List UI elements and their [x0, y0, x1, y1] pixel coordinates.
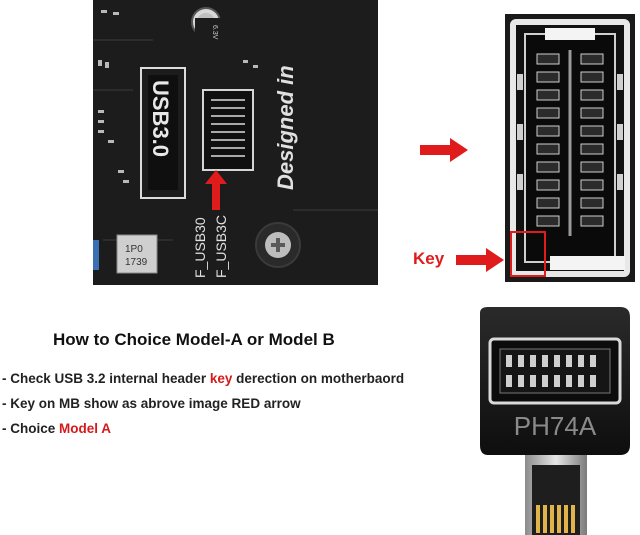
motherboard-illustration: 6.3V USB3.0 Designed in F_USB30 F_USB3C …	[93, 0, 378, 285]
instruction-item-2: - Key on MB show as abrove image RED arr…	[2, 396, 301, 411]
instruction-heading: How to Choice Model-A or Model B	[53, 330, 335, 349]
pointer-arrow-key	[456, 248, 504, 272]
inductor-text-1: 1P0	[125, 244, 143, 255]
pointer-arrow-top	[420, 138, 468, 162]
instruction-1-prefix: - Check USB 3.2 internal header	[2, 371, 210, 386]
adapter-product-image: PH74A	[480, 307, 630, 535]
header-label-2: F_USB3C	[213, 215, 229, 278]
motherboard-photo: 6.3V USB3.0 Designed in F_USB30 F_USB3C …	[93, 0, 378, 285]
instruction-1-suffix: derection on motherbaord	[232, 371, 405, 386]
usb-board-label: USB3.0	[148, 80, 173, 157]
designed-in-text: Designed in	[273, 65, 298, 190]
board-red-arrow	[205, 170, 227, 210]
inductor-text-2: 1739	[125, 257, 148, 268]
instruction-3-model-highlight: Model A	[59, 421, 112, 436]
key-highlight-box	[510, 231, 546, 277]
connector-closeup	[505, 14, 635, 282]
cap-text-1: 6.3V	[211, 25, 218, 40]
instruction-item-1: - Check USB 3.2 internal header key dere…	[2, 366, 404, 391]
instruction-3-prefix: - Choice	[2, 421, 60, 436]
key-label: Key	[413, 249, 445, 268]
header-label-1: F_USB30	[192, 217, 208, 278]
adapter-model-label: PH74A	[514, 411, 597, 441]
instruction-1-key-highlight: key	[209, 371, 233, 386]
instruction-list: - Check USB 3.2 internal header key dere…	[2, 366, 404, 441]
instruction-item-3: - Choice Model A	[2, 416, 404, 441]
